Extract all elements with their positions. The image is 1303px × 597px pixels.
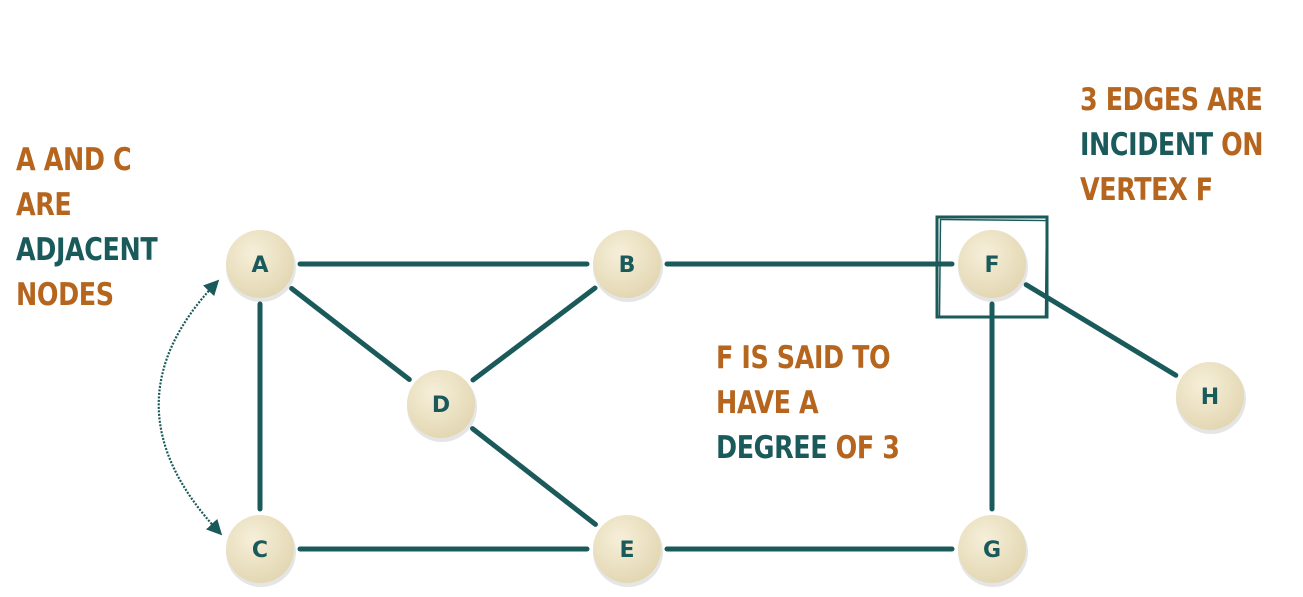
node-circle: [593, 230, 661, 298]
incident-note-line3: VERTEX F: [1080, 172, 1213, 208]
edge-b-d: [470, 285, 598, 383]
adjacent-nodes-note: A AND C ARE ADJACENT NODES: [16, 138, 158, 318]
node-label-b: B: [619, 253, 636, 278]
adjacent-note-line1: A AND C: [16, 142, 132, 178]
node-circle: [958, 230, 1026, 298]
node-label-d: D: [432, 393, 450, 418]
incident-note-line1: 3 EDGES ARE: [1080, 82, 1263, 118]
edges-layer: [257, 261, 1179, 552]
node-circle: [1176, 362, 1244, 430]
degree-word: DEGREE: [716, 430, 828, 466]
node-h: H: [1176, 362, 1246, 434]
node-b: B: [593, 230, 663, 302]
node-c: C: [226, 515, 296, 587]
node-circle: [958, 515, 1026, 583]
incident-word: INCIDENT: [1080, 127, 1213, 163]
degree-note-line1: F IS SAID TO: [716, 340, 891, 376]
edge-d-e: [470, 426, 598, 527]
incident-on: ON: [1221, 127, 1264, 163]
incident-edges-note: 3 EDGES ARE INCIDENT ON VERTEX F: [1080, 78, 1264, 213]
node-e: E: [593, 515, 663, 587]
node-circle: [407, 370, 475, 438]
incident-note-line2: INCIDENT ON: [1080, 123, 1264, 168]
degree-note-line2: HAVE A: [716, 385, 819, 421]
node-label-f: F: [984, 253, 999, 278]
degree-note-line3: DEGREE OF 3: [716, 426, 900, 471]
node-a: A: [226, 230, 296, 302]
node-d: D: [407, 370, 477, 442]
edge-a-d: [289, 285, 412, 383]
degree-value: OF 3: [835, 430, 900, 466]
node-label-a: A: [251, 253, 268, 278]
node-circle: [226, 230, 294, 298]
node-f: F: [958, 230, 1028, 302]
adjacent-note-line2: ARE: [16, 187, 72, 223]
edge-f-h: [1023, 282, 1179, 378]
nodes-layer: A B C D E F G H: [226, 230, 1246, 587]
node-g: G: [958, 515, 1028, 587]
vertex-f-highlight-box: [935, 215, 1049, 319]
node-label-e: E: [619, 538, 634, 563]
node-circle: [226, 515, 294, 583]
node-label-g: G: [983, 538, 1001, 563]
adjacent-note-line4: NODES: [16, 277, 114, 313]
adjacency-arrow: [157, 279, 223, 536]
node-circle: [593, 515, 661, 583]
degree-note: F IS SAID TO HAVE A DEGREE OF 3: [716, 336, 900, 471]
node-label-c: C: [252, 538, 268, 563]
node-label-h: H: [1201, 385, 1219, 410]
adjacent-note-line3: ADJACENT: [16, 232, 158, 268]
